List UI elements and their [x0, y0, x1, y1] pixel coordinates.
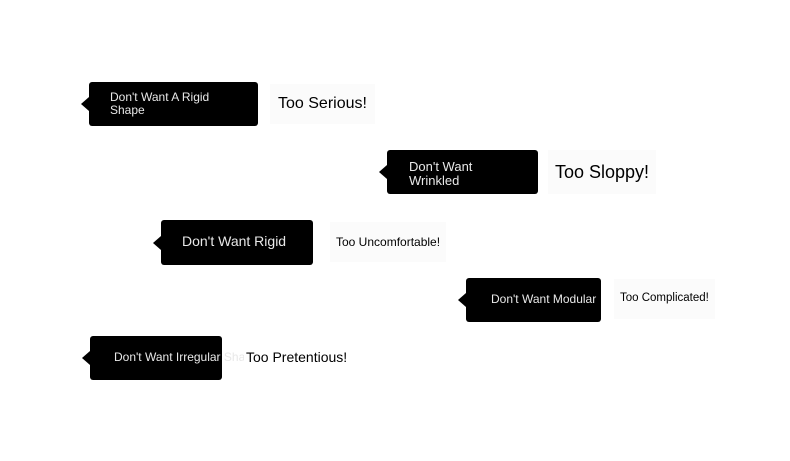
reaction-label-too-complicated: Too Complicated! [614, 279, 715, 319]
speech-bubble-rigid: Don't Want Rigid [153, 220, 313, 265]
reaction-label-too-serious: Too Serious! [270, 84, 375, 124]
speech-bubble-rigid-shape: Don't Want A Rigid Shape [81, 82, 258, 126]
speech-bubble-wrinkled: Don't Want Wrinkled [379, 150, 538, 194]
speech-bubble-label: Don't Want Irregular Shape [114, 350, 259, 364]
speech-bubble-label: Don't Want Rigid [182, 233, 287, 249]
speech-bubble-label: Don't Want A Rigid Shape [110, 90, 210, 117]
speech-bubble-irregular-shape: Don't Want Irregular Shape [82, 336, 259, 380]
speech-bubble-label: Don't Want Modular [491, 292, 597, 306]
speech-bubble-modular: Don't Want Modular [458, 278, 601, 322]
reaction-label-too-sloppy: Too Sloppy! [548, 150, 657, 194]
reaction-label-too-uncomfortable: Too Uncomfortable! [330, 222, 446, 262]
speech-bubble-label: Don't Want Wrinkled [409, 159, 473, 188]
reaction-label-too-pretentious: Too Pretentious! [244, 341, 350, 373]
